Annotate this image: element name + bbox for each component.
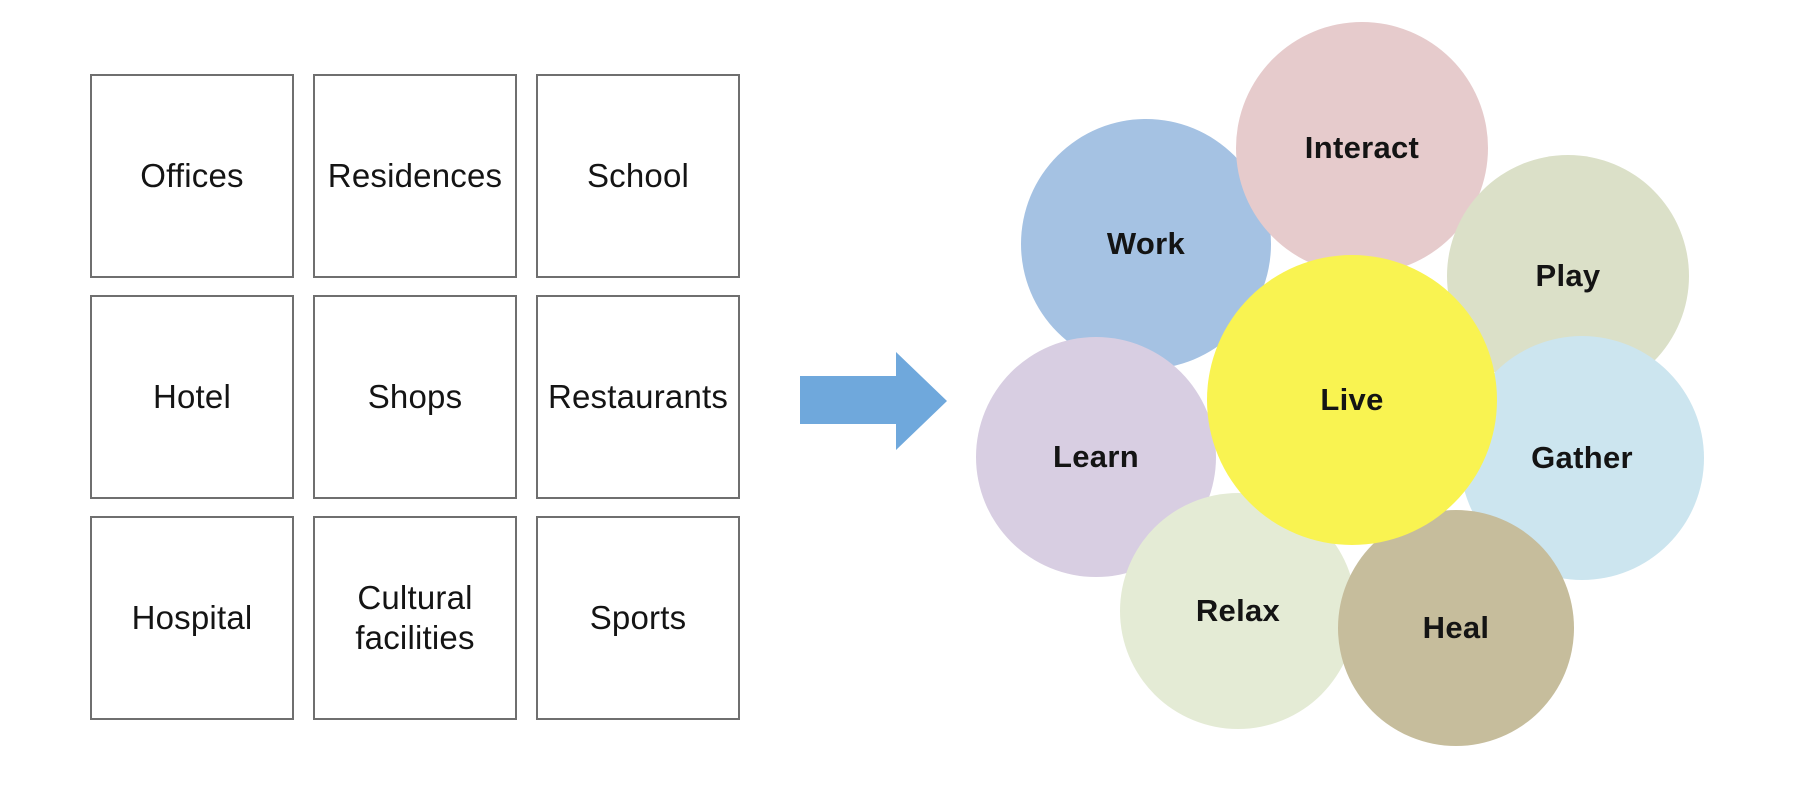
grid-cell-restaurants: Restaurants xyxy=(536,295,740,499)
circle-interact-label: Interact xyxy=(1304,130,1420,165)
circle-work-label: Work xyxy=(1106,226,1186,261)
grid-cell-shops: Shops xyxy=(313,295,517,499)
circle-work: Work xyxy=(1021,119,1271,369)
grid-cell-residences: Residences xyxy=(313,74,517,278)
grid-cell-label: Restaurants xyxy=(547,377,729,415)
circle-live: Live xyxy=(1207,255,1497,545)
circle-play-label: Play xyxy=(1535,258,1601,293)
circle-live-label: Live xyxy=(1320,382,1384,417)
grid-cell-label: Residences xyxy=(327,156,503,194)
grid-cell-label: Cultural facilities xyxy=(355,578,475,656)
grid-cell-label: School xyxy=(586,156,690,194)
grid-cell-school: School xyxy=(536,74,740,278)
grid-cell-offices: Offices xyxy=(90,74,294,278)
circle-relax-label: Relax xyxy=(1195,593,1281,628)
right-arrow-icon xyxy=(800,351,948,451)
circle-learn-label: Learn xyxy=(1053,439,1139,474)
circle-gather-label: Gather xyxy=(1531,440,1633,475)
circle-interact: Interact xyxy=(1236,22,1488,274)
circle-heal-label: Heal xyxy=(1422,610,1490,645)
grid-cell-label: Shops xyxy=(367,377,463,415)
land-use-grid: Offices Residences School Hotel Shops Re… xyxy=(90,74,740,720)
grid-cell-label: Offices xyxy=(140,156,244,194)
grid-cell-label: Hospital xyxy=(131,598,253,636)
grid-cell-hotel: Hotel xyxy=(90,295,294,499)
grid-cell-sports: Sports xyxy=(536,516,740,720)
circle-heal: Heal xyxy=(1338,510,1574,746)
grid-cell-label: Hotel xyxy=(152,377,232,415)
right-arrow-shape xyxy=(800,352,947,450)
grid-cell-label: Sports xyxy=(589,598,687,636)
grid-cell-cultural-facilities: Cultural facilities xyxy=(313,516,517,720)
grid-cell-hospital: Hospital xyxy=(90,516,294,720)
